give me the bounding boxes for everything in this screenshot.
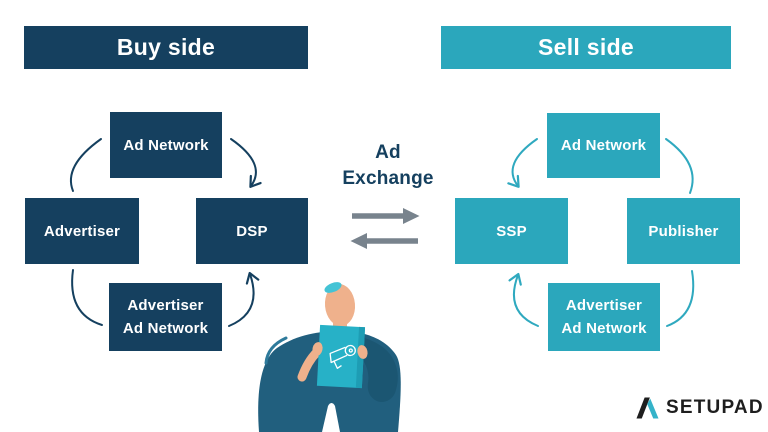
buy-advertiser-ad-network-box: Advertiser Ad Network [109,283,222,351]
buy-ad-network-box: Ad Network [110,112,222,178]
exchange-left-arrow-head [350,233,367,249]
sell-advertiser-ad-network-line1: Advertiser [565,297,643,314]
dsp-box: DSP [196,198,308,264]
teal-hair [324,282,342,293]
ad-exchange-line1: Ad [375,142,401,163]
ssp-box: SSP [455,198,568,264]
ad-exchange-label: Ad Exchange [333,140,443,192]
megaphone-icon [329,344,356,369]
buy-side-header-label: Buy side [116,34,216,60]
left-forearm [297,347,322,382]
sell-side-header-label: Sell side [537,34,635,60]
sell-ad-network-box: Ad Network [547,113,660,178]
sell-arc-top-right [665,138,694,194]
setupad-logo-mark-icon [636,397,659,419]
right-hand [357,345,368,359]
buy-ad-network-label: Ad Network [123,136,209,154]
dsp-label: DSP [236,222,268,240]
ssp-label: SSP [496,222,527,240]
sell-side-header: Sell side [441,26,731,69]
buy-side-header: Buy side [24,26,308,69]
buy-arc-bottom-left [71,269,103,326]
sell-arc-bottom-right [666,270,695,327]
person-illustration [258,282,401,432]
exchange-arrows-icon [350,208,420,249]
buy-advertiser-ad-network-line2: Ad Network [122,320,209,337]
sell-advertiser-ad-network-line2: Ad Network [561,320,647,337]
advertiser-box: Advertiser [25,198,139,264]
buy-advertiser-ad-network-line1: Advertiser [127,297,204,314]
sell-advertiser-ad-network-box: Advertiser Ad Network [548,283,660,351]
sell-ad-network-label: Ad Network [560,137,647,154]
setupad-logo: SETUPAD [636,396,764,420]
setupad-logo-text: SETUPAD [666,397,764,418]
exchange-right-arrow-head [403,208,420,224]
sell-arc-into-ssp-bottom [508,272,539,327]
publisher-box: Publisher [627,198,740,264]
left-hand [312,342,323,356]
sell-arc-into-ssp-top [507,138,538,188]
buy-arc-into-dsp-top [230,138,262,188]
buy-arc-into-dsp-bottom [228,271,260,327]
advertiser-label: Advertiser [43,222,121,240]
publisher-label: Publisher [648,222,719,240]
ad-exchange-line2: Exchange [342,168,434,189]
megaphone-board [316,324,366,389]
buy-arc-top-left [69,138,102,192]
